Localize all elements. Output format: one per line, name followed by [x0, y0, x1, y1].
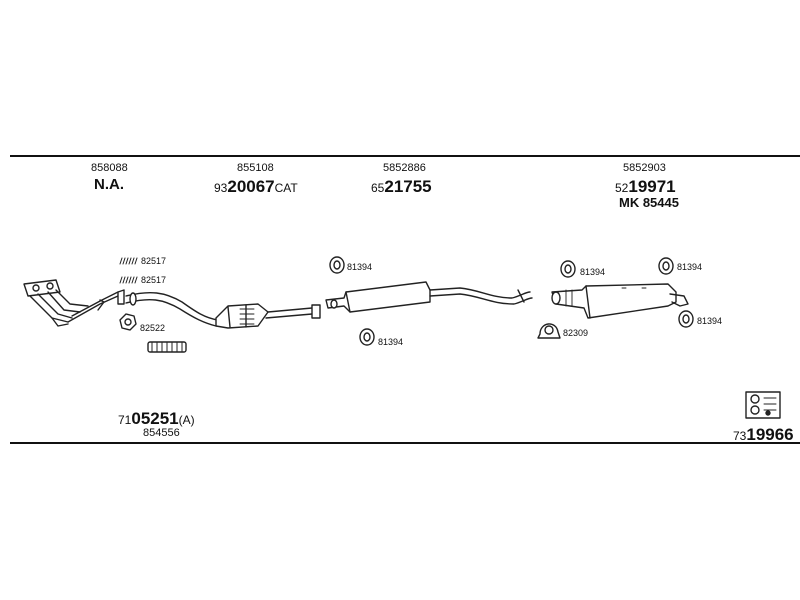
gasket-icon	[119, 313, 137, 331]
rear-silencer-icon	[551, 283, 689, 319]
manifold-icon	[23, 279, 119, 327]
rear-clamp-label: 82309	[563, 328, 589, 338]
rubber-mount-icon-a	[329, 256, 345, 274]
col4-main: 5219971	[615, 178, 676, 196]
col4-prefix: 52	[615, 181, 629, 195]
footer-left-prefix: 71	[118, 413, 132, 427]
spring-clamp-icon-2	[119, 276, 138, 284]
col3-prefix: 65	[371, 181, 385, 195]
top-rule	[10, 155, 800, 157]
footer-left-suffix: (A)	[178, 413, 195, 427]
col2-number: 20067	[227, 177, 275, 196]
spring-clamp-icon-1	[119, 257, 138, 265]
mount-label-c: 81394	[580, 267, 606, 277]
col2-prefix: 93	[214, 181, 228, 195]
col1-ref: 858088	[91, 162, 128, 174]
col3-main: 6521755	[371, 178, 432, 196]
footer-right-number: 19966	[746, 425, 794, 444]
clamp-label-2: 82517	[141, 275, 167, 285]
bottom-rule	[10, 442, 800, 444]
mount-label-d: 81394	[677, 262, 703, 272]
mounting-kit-icon	[745, 391, 781, 419]
col4-mk: MK 85445	[619, 195, 679, 210]
rubber-mount-icon-d	[658, 257, 674, 275]
footer-left-number: 05251	[131, 409, 179, 428]
mount-label-b: 81394	[378, 337, 404, 347]
front-pipe-icon	[117, 289, 219, 327]
col2-main: 9320067CAT	[214, 178, 298, 196]
flex-pipe-icon	[147, 341, 187, 353]
footer-left-main: 7105251(A)	[118, 410, 195, 428]
rear-clamp-icon	[537, 323, 561, 339]
middle-silencer-icon	[325, 281, 533, 313]
footer-right-main: 7319966	[733, 426, 794, 444]
col3-number: 21755	[384, 177, 432, 196]
mount-label-a: 81394	[347, 262, 373, 272]
footer-right-prefix: 73	[733, 429, 747, 443]
col1-main: N.A.	[94, 176, 124, 193]
rubber-mount-icon-b	[359, 328, 375, 346]
clamp-label-1: 82517	[141, 256, 167, 266]
rubber-mount-icon-e	[678, 310, 694, 328]
gasket-label: 82522	[140, 323, 166, 333]
col3-ref: 5852886	[383, 162, 426, 174]
col2-suffix: CAT	[274, 181, 298, 195]
mount-label-e: 81394	[697, 316, 723, 326]
rubber-mount-icon-c	[560, 260, 576, 278]
col4-number: 19971	[628, 177, 676, 196]
footer-left-ref: 854556	[143, 427, 180, 439]
col2-ref: 855108	[237, 162, 274, 174]
catalytic-converter-icon	[215, 303, 321, 329]
col4-ref: 5852903	[623, 162, 666, 174]
